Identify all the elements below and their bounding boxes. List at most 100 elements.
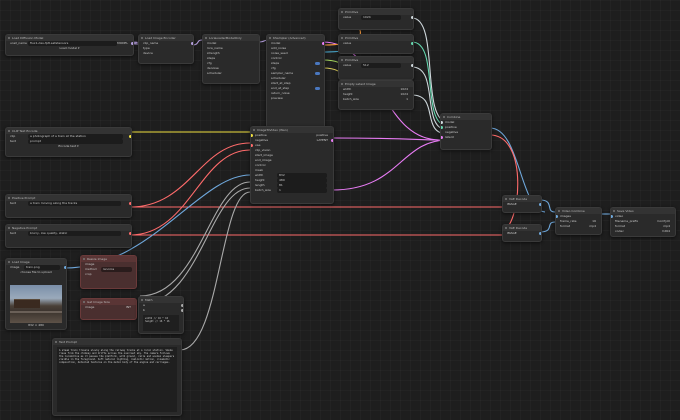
node-model-loader[interactable]: Load Diffusion Model unet_name flux1-dev… bbox=[5, 34, 134, 56]
toggle-switch[interactable] bbox=[315, 62, 320, 65]
value-field[interactable]: 1 bbox=[277, 188, 327, 193]
row[interactable]: preview bbox=[267, 96, 324, 101]
value-field[interactable]: 832 bbox=[277, 173, 327, 178]
output-socket[interactable] bbox=[322, 42, 324, 45]
output-socket[interactable] bbox=[539, 232, 541, 235]
output-socket[interactable] bbox=[539, 203, 541, 206]
input-socket[interactable] bbox=[251, 134, 253, 137]
row[interactable]: steps bbox=[203, 56, 259, 61]
row[interactable]: strength bbox=[203, 51, 259, 56]
row[interactable]: scheduler bbox=[267, 76, 324, 81]
input-socket[interactable] bbox=[441, 126, 443, 129]
input-socket[interactable] bbox=[441, 136, 443, 139]
row[interactable]: cfg bbox=[267, 66, 324, 71]
row[interactable]: denoise bbox=[203, 66, 259, 71]
node-combine[interactable]: Combine model positive negative latent bbox=[440, 113, 492, 150]
row[interactable]: negative bbox=[441, 130, 491, 135]
row[interactable]: crop bbox=[81, 272, 136, 277]
row[interactable]: value bbox=[339, 41, 413, 46]
row[interactable]: lora_name bbox=[203, 46, 259, 51]
output-socket[interactable] bbox=[64, 266, 66, 269]
row[interactable]: IMAGE bbox=[503, 202, 541, 207]
value-field[interactable]: train.png bbox=[24, 265, 60, 270]
value-field[interactable]: lanczos bbox=[101, 267, 132, 272]
output-socket[interactable] bbox=[191, 42, 193, 45]
node-conditioning-neg[interactable]: VAE Decode IMAGE bbox=[502, 224, 542, 242]
output-socket[interactable] bbox=[331, 139, 333, 142]
node-conditioning-pos[interactable]: VAE Decode IMAGE bbox=[502, 195, 542, 213]
row-1[interactable]: clip_name bbox=[139, 41, 193, 46]
node-lora-config[interactable]: LoraLoaderModelOnly model lora_name stre… bbox=[202, 34, 260, 84]
node-top-right-2[interactable]: Primitive value bbox=[338, 34, 414, 54]
node-input-loader[interactable]: Load Image Encoder clip_name type device bbox=[138, 34, 194, 64]
row[interactable]: model bbox=[203, 41, 259, 46]
row[interactable]: video bbox=[611, 214, 675, 219]
row[interactable]: steps bbox=[267, 61, 324, 66]
value-field[interactable]: 1024 bbox=[361, 15, 401, 20]
value-field[interactable]: 480 bbox=[277, 178, 327, 183]
row[interactable]: end_image bbox=[251, 158, 333, 163]
row[interactable]: a bbox=[139, 303, 183, 308]
row[interactable]: return_noise bbox=[267, 91, 324, 96]
toggle-switch[interactable] bbox=[315, 87, 320, 90]
toggle-switch[interactable] bbox=[315, 72, 320, 75]
node-expression[interactable]: Math a b width // 16 * 16 height // 16 *… bbox=[138, 296, 184, 334]
model-field-row[interactable]: unet_name flux1-dev-fp8.safetensors MODE… bbox=[6, 41, 133, 46]
row[interactable]: vae bbox=[251, 143, 333, 148]
output-socket[interactable] bbox=[411, 16, 413, 19]
node-sampler-settings[interactable]: KSampler (Advanced) model add_noise nois… bbox=[266, 34, 325, 131]
row[interactable]: add_noise bbox=[267, 46, 324, 51]
row-2[interactable]: type bbox=[139, 46, 193, 51]
row[interactable]: positive bbox=[441, 125, 491, 130]
node-text-prompt[interactable]: Text Prompt A steam train travels slowly… bbox=[52, 338, 182, 416]
output-socket[interactable] bbox=[129, 135, 131, 138]
row-model[interactable]: model bbox=[267, 41, 324, 46]
value-field[interactable]: prompt bbox=[28, 139, 123, 144]
row[interactable]: noise_seed bbox=[267, 51, 324, 56]
value-field[interactable]: a photograph of a train at the station bbox=[28, 134, 123, 139]
value-field[interactable]: a train moving along the tracks bbox=[28, 201, 121, 206]
row[interactable]: start_image bbox=[251, 153, 333, 158]
row[interactable]: b bbox=[139, 308, 183, 313]
row[interactable]: cfg bbox=[203, 61, 259, 66]
output-socket[interactable] bbox=[181, 304, 183, 307]
row[interactable]: mask bbox=[251, 168, 333, 173]
row[interactable]: control bbox=[267, 56, 324, 61]
row-3[interactable]: device bbox=[139, 51, 193, 56]
upload-button[interactable]: choose file to upload bbox=[20, 270, 52, 274]
row[interactable]: latent bbox=[441, 135, 491, 140]
input-socket[interactable] bbox=[441, 121, 443, 124]
value-field[interactable]: blurry, low quality, static bbox=[28, 231, 121, 236]
row[interactable]: IMAGE bbox=[503, 231, 541, 236]
